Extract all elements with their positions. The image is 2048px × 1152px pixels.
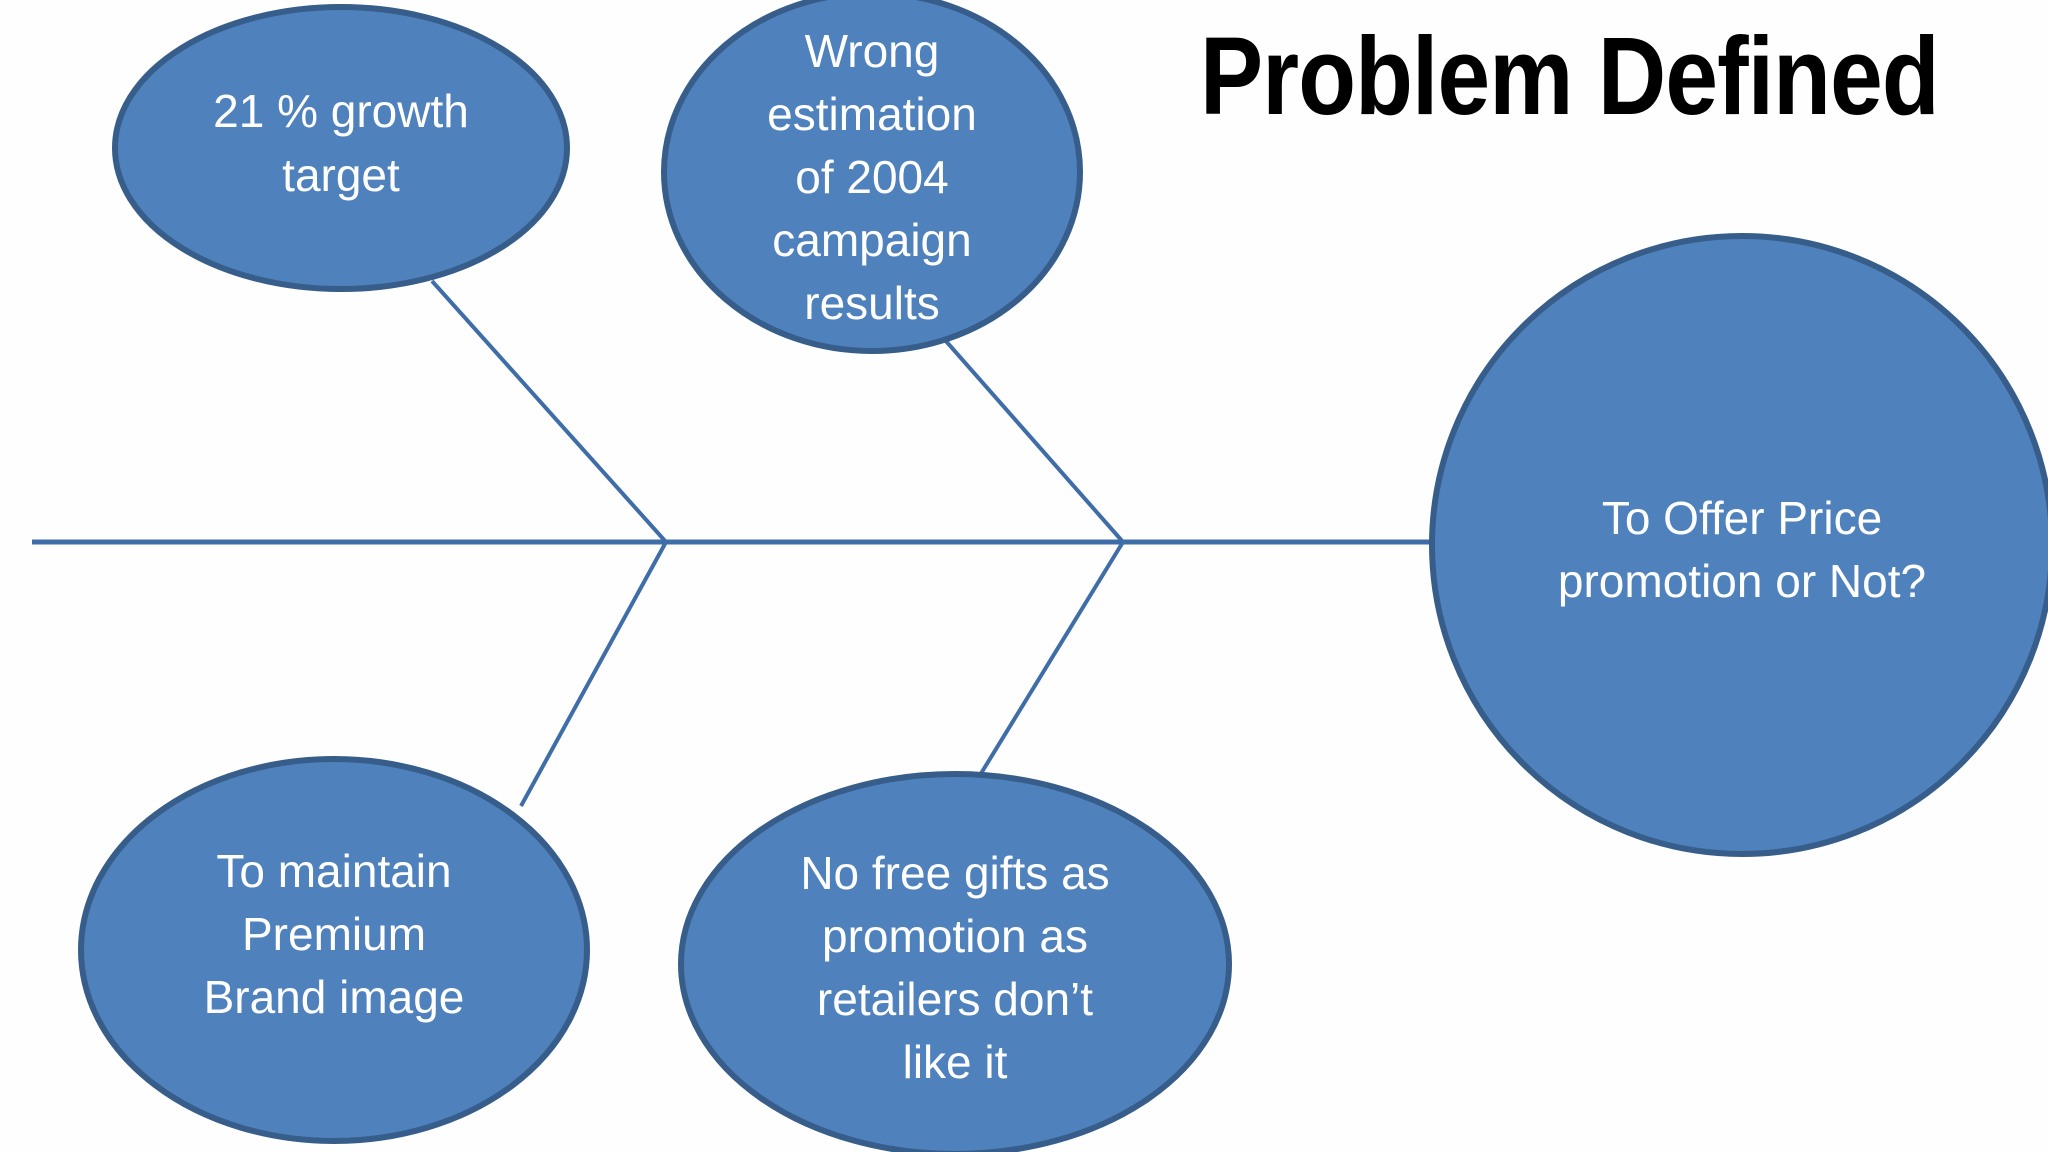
cause-label-wrong-estimation-line-2: estimation xyxy=(767,88,977,140)
cause-label-premium-brand-image-line-1: To maintain xyxy=(216,845,451,897)
cause-label-growth-target-line-2: target xyxy=(282,149,400,201)
rib-group-right xyxy=(943,338,1125,782)
cause-ellipse-wrong-estimation[interactable] xyxy=(661,0,1083,354)
cause-ellipse-premium-brand-image[interactable] xyxy=(78,756,590,1144)
cause-label-no-free-gifts-line-4: like it xyxy=(903,1036,1008,1088)
cause-label-growth-target-line-1: 21 % growth xyxy=(213,85,469,137)
cause-bubble-no-free-gifts[interactable]: No free gifts as promotion as retailers … xyxy=(678,771,1232,1152)
rib-line-premium-brand-image xyxy=(519,541,668,807)
cause-label-wrong-estimation-line-4: campaign xyxy=(772,214,971,266)
rib-line-no-free-gifts xyxy=(975,540,1125,782)
cause-bubble-growth-target[interactable]: 21 % growth target xyxy=(112,4,570,292)
cause-ellipse-growth-target[interactable] xyxy=(112,4,570,292)
rib-line-growth-target xyxy=(430,279,668,544)
effect-bubble-price-promotion[interactable]: To Offer Price promotion or Not? xyxy=(1429,233,2048,857)
rib-line-wrong-estimation xyxy=(943,338,1125,544)
rib-group-left xyxy=(430,279,668,807)
effect-label-line-2: promotion or Not? xyxy=(1558,555,1926,607)
cause-label-wrong-estimation-line-1: Wrong xyxy=(805,25,940,77)
cause-ellipse-no-free-gifts[interactable] xyxy=(678,771,1232,1152)
effect-ellipse-price-promotion[interactable] xyxy=(1429,233,2048,857)
cause-label-no-free-gifts-line-3: retailers don’t xyxy=(817,973,1093,1025)
cause-label-wrong-estimation-line-5: results xyxy=(804,277,939,329)
page-title: Problem Defined xyxy=(1200,15,1940,138)
cause-label-no-free-gifts-line-2: promotion as xyxy=(822,910,1088,962)
cause-label-wrong-estimation-line-3: of 2004 xyxy=(795,151,948,203)
cause-label-no-free-gifts-line-1: No free gifts as xyxy=(800,847,1109,899)
cause-bubble-premium-brand-image[interactable]: To maintain Premium Brand image xyxy=(78,756,590,1144)
cause-label-premium-brand-image-line-3: Brand image xyxy=(204,971,465,1023)
effect-label-line-1: To Offer Price xyxy=(1602,492,1882,544)
cause-bubble-wrong-estimation[interactable]: Wrong estimation of 2004 campaign result… xyxy=(661,0,1083,354)
cause-label-premium-brand-image-line-2: Premium xyxy=(242,908,426,960)
